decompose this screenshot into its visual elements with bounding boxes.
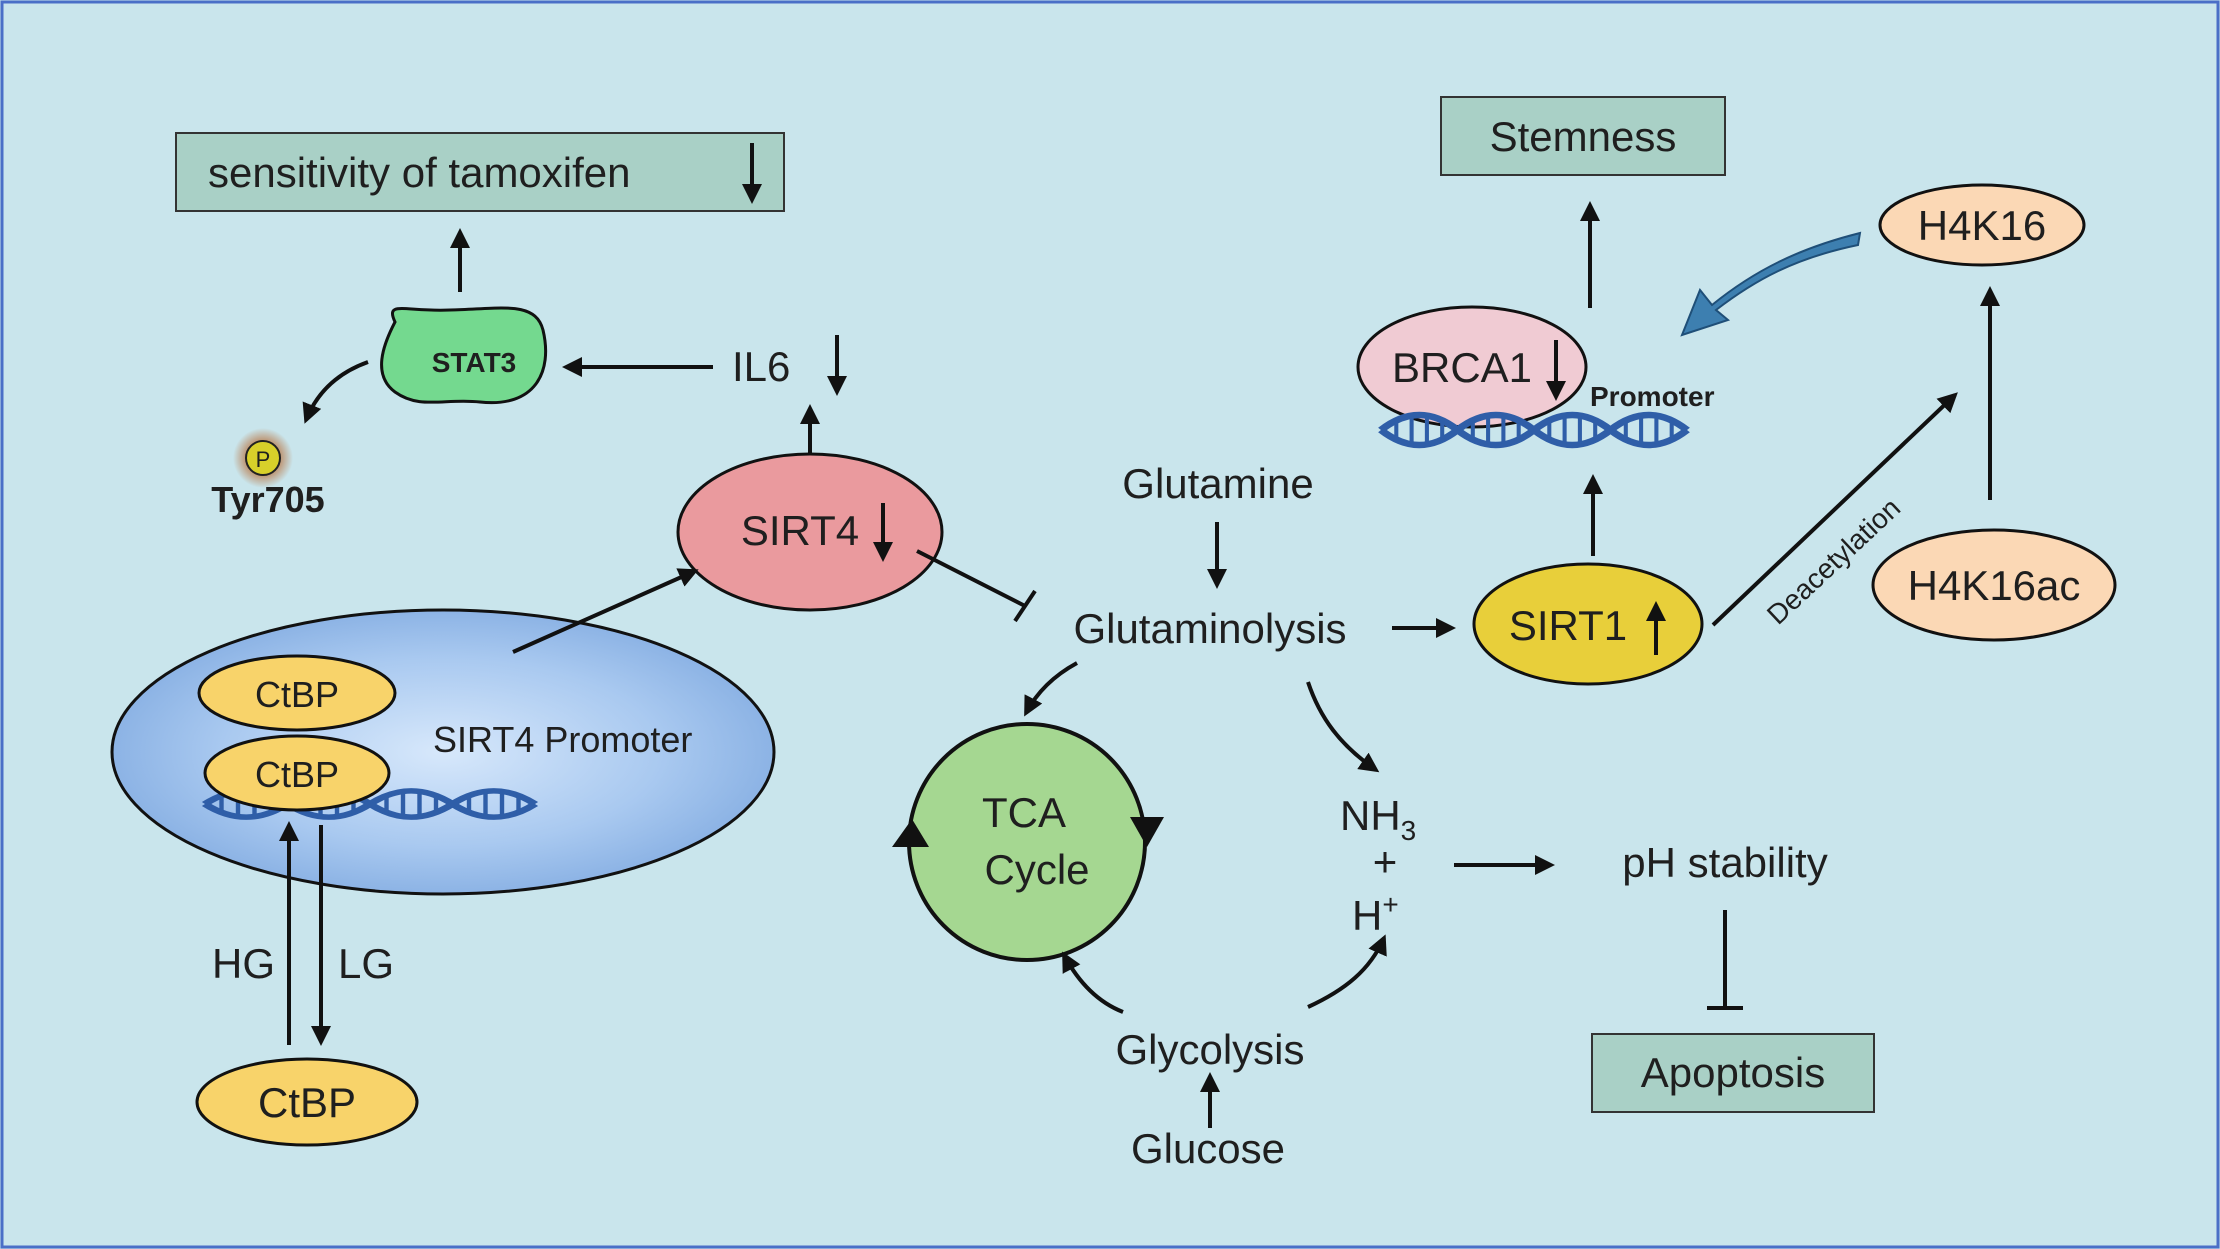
- nucleus: SIRT4 Promoter: [110, 608, 776, 896]
- h4k16-label: H4K16: [1918, 202, 2046, 249]
- ph-stability-label: pH stability: [1622, 839, 1827, 886]
- sensitivity-label: sensitivity of tamoxifen: [208, 149, 631, 196]
- deacetylation-arrow: [1711, 392, 1958, 627]
- glycolysis-to-h-arrow: [1307, 934, 1387, 1009]
- hg-label: HG: [212, 940, 275, 987]
- tca-arrowhead-right: [1130, 817, 1164, 847]
- plus-label: +: [1373, 838, 1398, 885]
- ctbp-bottom: CtBP: [195, 1057, 419, 1147]
- promoter-to-sirt4-arrow: [512, 568, 699, 654]
- glycolysis-label: Glycolysis: [1115, 1026, 1304, 1073]
- sirt4-promoter-label: SIRT4 Promoter: [433, 719, 692, 760]
- stemness-box: Stemness: [1440, 96, 1726, 176]
- phospho-site: P Tyr705: [211, 428, 325, 520]
- promoter-label: Promoter: [1590, 381, 1715, 412]
- apoptosis-box: Apoptosis: [1591, 1033, 1875, 1113]
- ctbp-bottom-label: CtBP: [258, 1079, 356, 1126]
- lg-label: LG: [338, 940, 394, 987]
- tca-arrowhead-left: [892, 819, 929, 847]
- h-label: H+: [1352, 889, 1399, 939]
- ph-inhibits-apoptosis: [1707, 910, 1743, 1010]
- glutamine-label: Glutamine: [1122, 460, 1313, 507]
- brca1-label: BRCA1: [1392, 344, 1532, 391]
- ctbp-top: CtBP: [197, 654, 397, 732]
- stat3-label: STAT3: [432, 347, 517, 378]
- sensitivity-box: sensitivity of tamoxifen: [175, 132, 785, 212]
- ctbp-top-label: CtBP: [255, 674, 339, 715]
- tca-label-line2: Cycle: [984, 846, 1089, 893]
- sirt4-inhibits-glutaminolysis: [916, 549, 1037, 623]
- ctbp-mid-label: CtBP: [255, 754, 339, 795]
- stat3-node: STAT3: [380, 306, 548, 405]
- h4k16ac-label: H4K16ac: [1908, 562, 2081, 609]
- stemness-label: Stemness: [1490, 113, 1677, 160]
- h4k16ac-node: H4K16ac: [1871, 528, 2117, 642]
- sirt1-node: SIRT1: [1472, 562, 1704, 686]
- sirt4-node: SIRT4: [676, 452, 944, 612]
- glutaminolysis-to-tca-arrow: [1024, 661, 1078, 717]
- tca-cycle: TCA Cycle: [892, 722, 1164, 962]
- apoptosis-label: Apoptosis: [1641, 1049, 1825, 1096]
- h4k16-to-promoter-arrow: [1680, 231, 1862, 337]
- phospho-label: P: [256, 447, 271, 472]
- glutaminolysis-label: Glutaminolysis: [1073, 605, 1346, 652]
- tyr705-label: Tyr705: [211, 479, 324, 520]
- tca-label-line1: TCA: [982, 789, 1066, 836]
- ctbp-mid: CtBP: [203, 734, 391, 812]
- h4k16-node: H4K16: [1878, 183, 2086, 267]
- sirt4-label: SIRT4: [741, 507, 859, 554]
- glutaminolysis-to-nh3-arrow: [1306, 681, 1380, 773]
- brca1-node: BRCA1: [1356, 305, 1588, 429]
- stat3-phospho-arrow: [302, 360, 369, 424]
- il6-label: IL6: [732, 343, 790, 390]
- glucose-label: Glucose: [1131, 1125, 1285, 1172]
- nh3-label: NH3: [1340, 792, 1416, 846]
- glycolysis-to-tca-arrow: [1062, 951, 1124, 1014]
- sirt1-label: SIRT1: [1509, 602, 1627, 649]
- nh3-h-group: NH3 + H+: [1340, 792, 1416, 939]
